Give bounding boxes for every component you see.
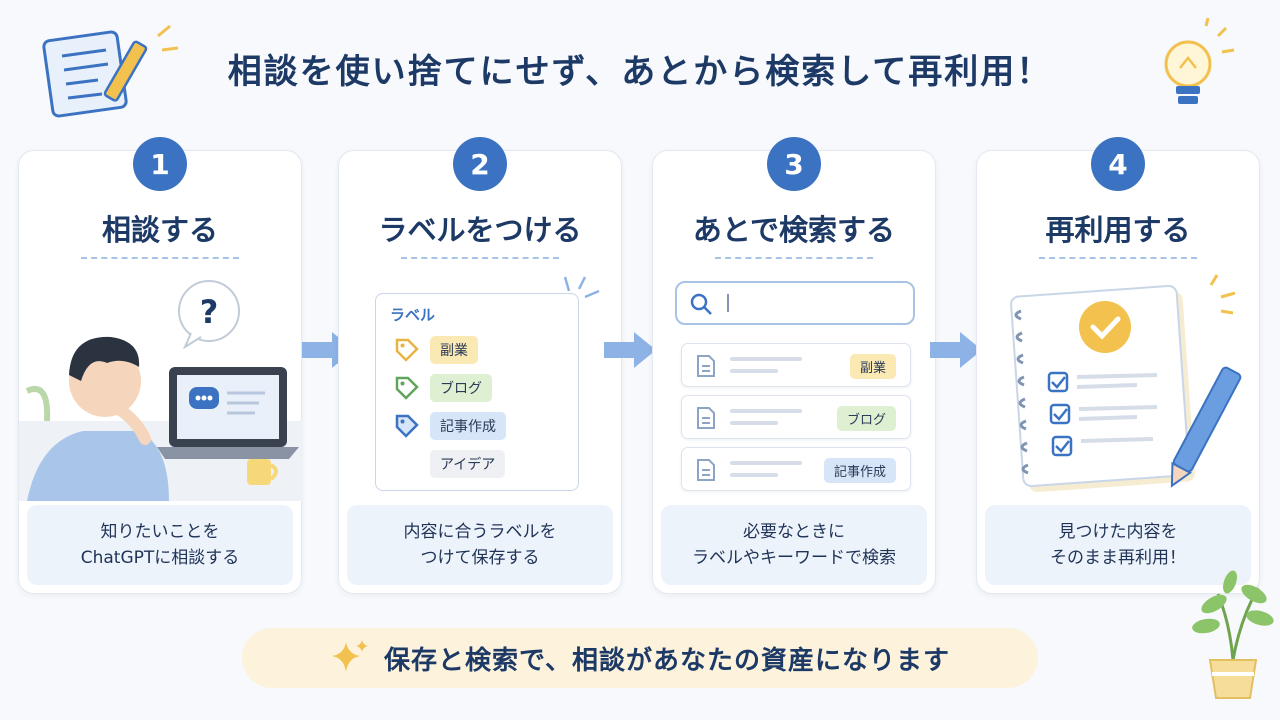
- dashed-divider: [81, 257, 239, 259]
- search-icon: [690, 293, 712, 315]
- label-illustration: ラベル 副業 ブログ 記事作成 アイデア: [339, 271, 623, 501]
- label-panel-title: ラベル: [390, 306, 436, 324]
- dashed-divider: [401, 257, 559, 259]
- step-caption: 見つけた内容を そのまま再利用！: [985, 505, 1251, 585]
- page-title: 相談を使い捨てにせず、あとから検索して再利用！: [227, 52, 1053, 92]
- document-icon: [697, 407, 715, 429]
- document-icon: [697, 355, 715, 377]
- label-item[interactable]: ブログ: [394, 374, 492, 402]
- step-card-4: 4 再利用する: [976, 137, 1260, 594]
- checkmark-icon: [1079, 301, 1131, 353]
- search-illustration: 副業 ブログ 記事作成: [653, 271, 937, 501]
- label-chip: アイデア: [430, 450, 506, 478]
- result-label-chip: 記事作成: [823, 458, 896, 483]
- tag-icon: [395, 376, 419, 400]
- step-card-2: 2 ラベルをつける ラベル 副業 ブログ 記事作成 アイデア: [338, 137, 623, 594]
- tag-icon: [395, 414, 419, 438]
- step-number-badge: 1: [133, 137, 187, 191]
- step-number-badge: 3: [767, 137, 821, 191]
- sparkle-icon: [332, 640, 369, 672]
- search-result[interactable]: ブログ: [681, 395, 911, 439]
- label-item[interactable]: 記事作成: [394, 412, 506, 440]
- label-chip: ブログ: [430, 374, 492, 402]
- arrow-right-icon: [604, 332, 656, 368]
- pencil-icon: [1170, 366, 1242, 488]
- step-caption: 知りたいことを ChatGPTに相談する: [27, 505, 293, 585]
- label-item[interactable]: アイデア: [430, 450, 506, 478]
- notebook-checklist-illustration: [1010, 274, 1242, 493]
- step-card-1: 1 相談する ? 知りたいことを ChatGPTに相談する: [18, 137, 303, 594]
- label-chip: 記事作成: [430, 412, 506, 440]
- label-chip: 副業: [430, 336, 478, 364]
- person-laptop-illustration: ?: [19, 280, 303, 501]
- step-caption: 必要なときに ラベルやキーワードで検索: [661, 505, 927, 585]
- step-title: ラベルをつける: [378, 213, 582, 247]
- search-result[interactable]: 副業: [681, 343, 911, 387]
- result-label-chip: 副業: [849, 354, 896, 379]
- arrow-right-icon: [930, 332, 982, 368]
- lightbulb-icon: [1164, 18, 1235, 104]
- notepad-pencil-icon: [42, 24, 179, 118]
- step-number-badge: 4: [1091, 137, 1145, 191]
- step-card-3: 3 あとで検索する 副業 ブログ 記事作成: [652, 137, 937, 594]
- dashed-divider: [715, 257, 873, 259]
- document-icon: [697, 459, 715, 481]
- checkbox-icon: [1047, 371, 1158, 457]
- step-title: あとで検索する: [692, 213, 896, 247]
- text-cursor: [727, 294, 729, 312]
- search-input[interactable]: [675, 281, 915, 325]
- tag-icon: [395, 338, 419, 362]
- search-result[interactable]: 記事作成: [681, 447, 911, 491]
- summary-text: 保存と検索で、相談があなたの資産になります: [384, 645, 950, 676]
- step-number-badge: 2: [453, 137, 507, 191]
- label-item[interactable]: 副業: [394, 336, 478, 364]
- label-panel: ラベル 副業 ブログ 記事作成 アイデア: [375, 293, 579, 491]
- question-mark: ?: [200, 293, 219, 331]
- result-label-chip: ブログ: [836, 406, 896, 431]
- step-caption: 内容に合うラベルを つけて保存する: [347, 505, 613, 585]
- plant-icon: [1192, 570, 1274, 699]
- dashed-divider: [1039, 257, 1197, 259]
- summary-banner: 保存と検索で、相談があなたの資産になります: [242, 628, 1038, 688]
- highlight-lines: [563, 276, 600, 299]
- step-title: 再利用する: [1045, 213, 1191, 247]
- step-title: 相談する: [101, 213, 218, 247]
